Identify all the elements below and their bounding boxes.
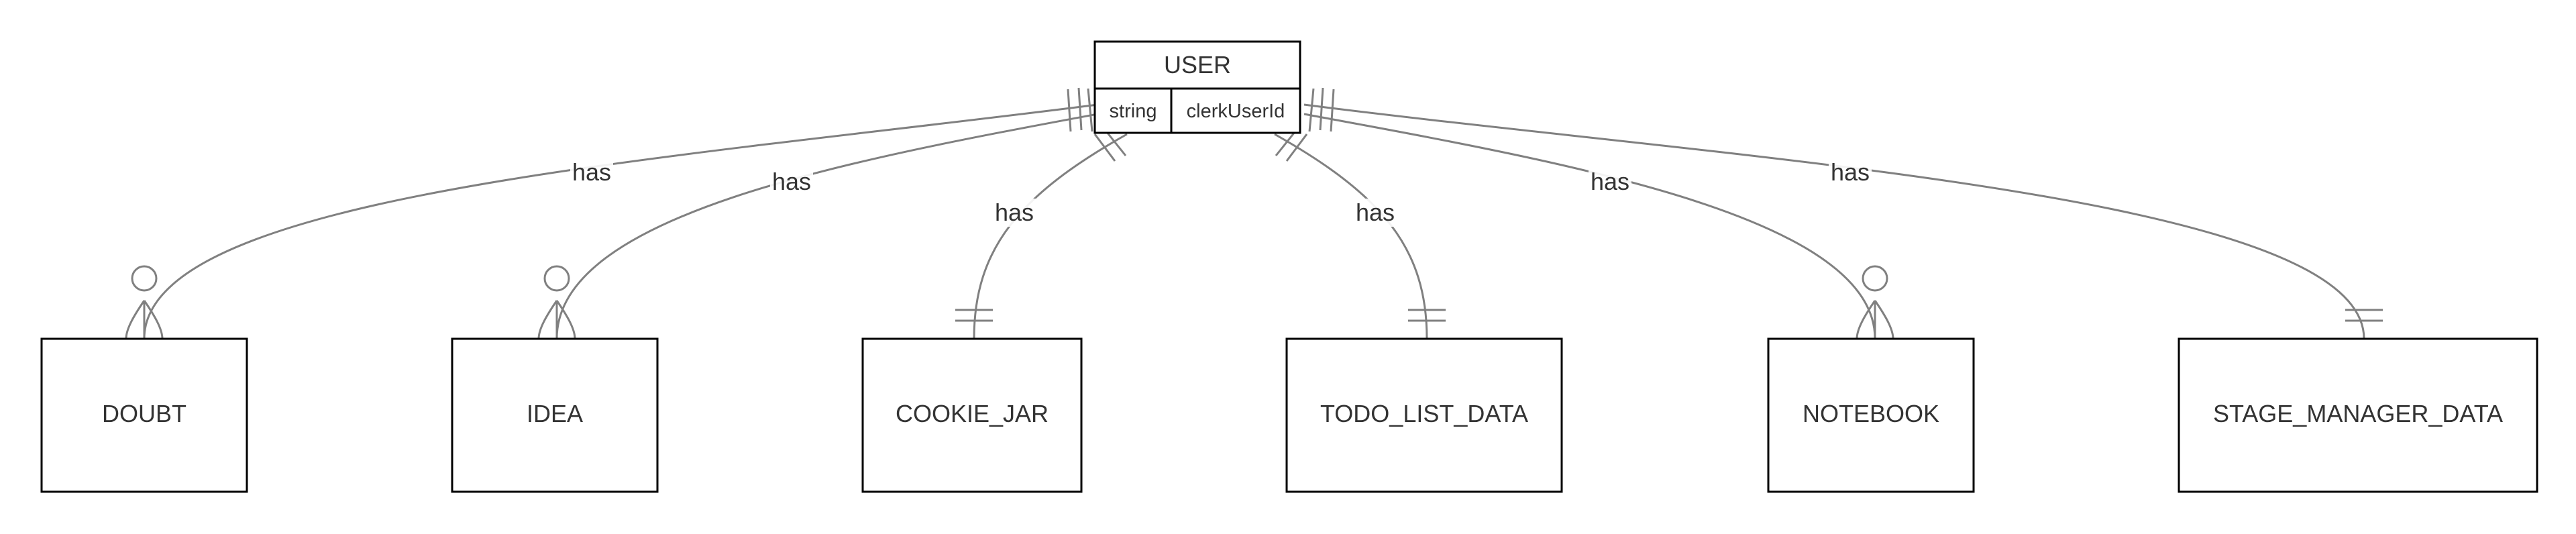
- user-attr-type: string: [1110, 101, 1157, 122]
- doubt-zero-circle: [131, 265, 158, 292]
- entity-doubt[interactable]: DOUBT: [40, 337, 248, 493]
- idea-crowfoot: [537, 300, 576, 339]
- user-stage-one-mark-1: [1319, 87, 1324, 131]
- edge-user-idea: [555, 113, 1098, 339]
- notebook-zero-circle: [1862, 265, 1888, 292]
- entity-notebook-name: NOTEBOOK: [1803, 400, 1939, 427]
- edge-label-doubt: has: [572, 158, 611, 186]
- entity-stage-manager-data[interactable]: STAGE_MANAGER_DATA: [2178, 337, 2538, 493]
- edge-label-notebook: has: [1591, 168, 1629, 195]
- edge-label-todo-list-data: has: [1356, 199, 1395, 226]
- entity-todo-list-data-name: TODO_LIST_DATA: [1320, 400, 1528, 427]
- entity-stage-manager-data-name: STAGE_MANAGER_DATA: [2213, 400, 2503, 427]
- user-attr-name: clerkUserId: [1187, 101, 1285, 122]
- edge-user-todo-list-data: [1274, 133, 1428, 339]
- entity-cookie-jar-name: COOKIE_JAR: [896, 400, 1049, 427]
- user-cookie-one-mark-1: [1093, 134, 1116, 162]
- entity-notebook[interactable]: NOTEBOOK: [1767, 337, 1975, 493]
- entity-doubt-name: DOUBT: [102, 400, 186, 427]
- edge-user-notebook: [1303, 113, 1876, 339]
- edge-user-stage-manager-data: [1303, 103, 2365, 339]
- notebook-crowfoot: [1856, 300, 1894, 339]
- entity-cookie-jar[interactable]: COOKIE_JAR: [861, 337, 1083, 493]
- doubt-crowfoot: [125, 300, 164, 339]
- user-notebook-one-mark: [1308, 88, 1315, 132]
- entity-idea-name: IDEA: [527, 400, 583, 427]
- relationship-edges: [143, 103, 2365, 339]
- user-doubt-one-mark-2: [1077, 87, 1083, 131]
- user-doubt-one-mark-1: [1067, 89, 1072, 132]
- user-idea-one-mark: [1087, 88, 1093, 132]
- idea-zero-circle: [543, 265, 570, 292]
- edge-label-cookie-jar: has: [995, 199, 1034, 226]
- entity-idea[interactable]: IDEA: [451, 337, 659, 493]
- edge-user-doubt: [143, 103, 1098, 339]
- edge-labels: has has has has has has: [570, 158, 1872, 227]
- user-stage-one-mark-2: [1330, 89, 1335, 132]
- entity-todo-list-data[interactable]: TODO_LIST_DATA: [1285, 337, 1563, 493]
- edge-label-stage-manager-data: has: [1831, 158, 1870, 186]
- edge-user-cookie-jar: [973, 133, 1128, 339]
- child-side-markers: [125, 265, 2383, 339]
- entity-user[interactable]: USER string clerkUserId: [1093, 40, 1301, 134]
- entity-user-name: USER: [1164, 51, 1231, 78]
- user-todo-one-mark-1: [1285, 134, 1308, 162]
- edge-label-idea: has: [772, 168, 811, 195]
